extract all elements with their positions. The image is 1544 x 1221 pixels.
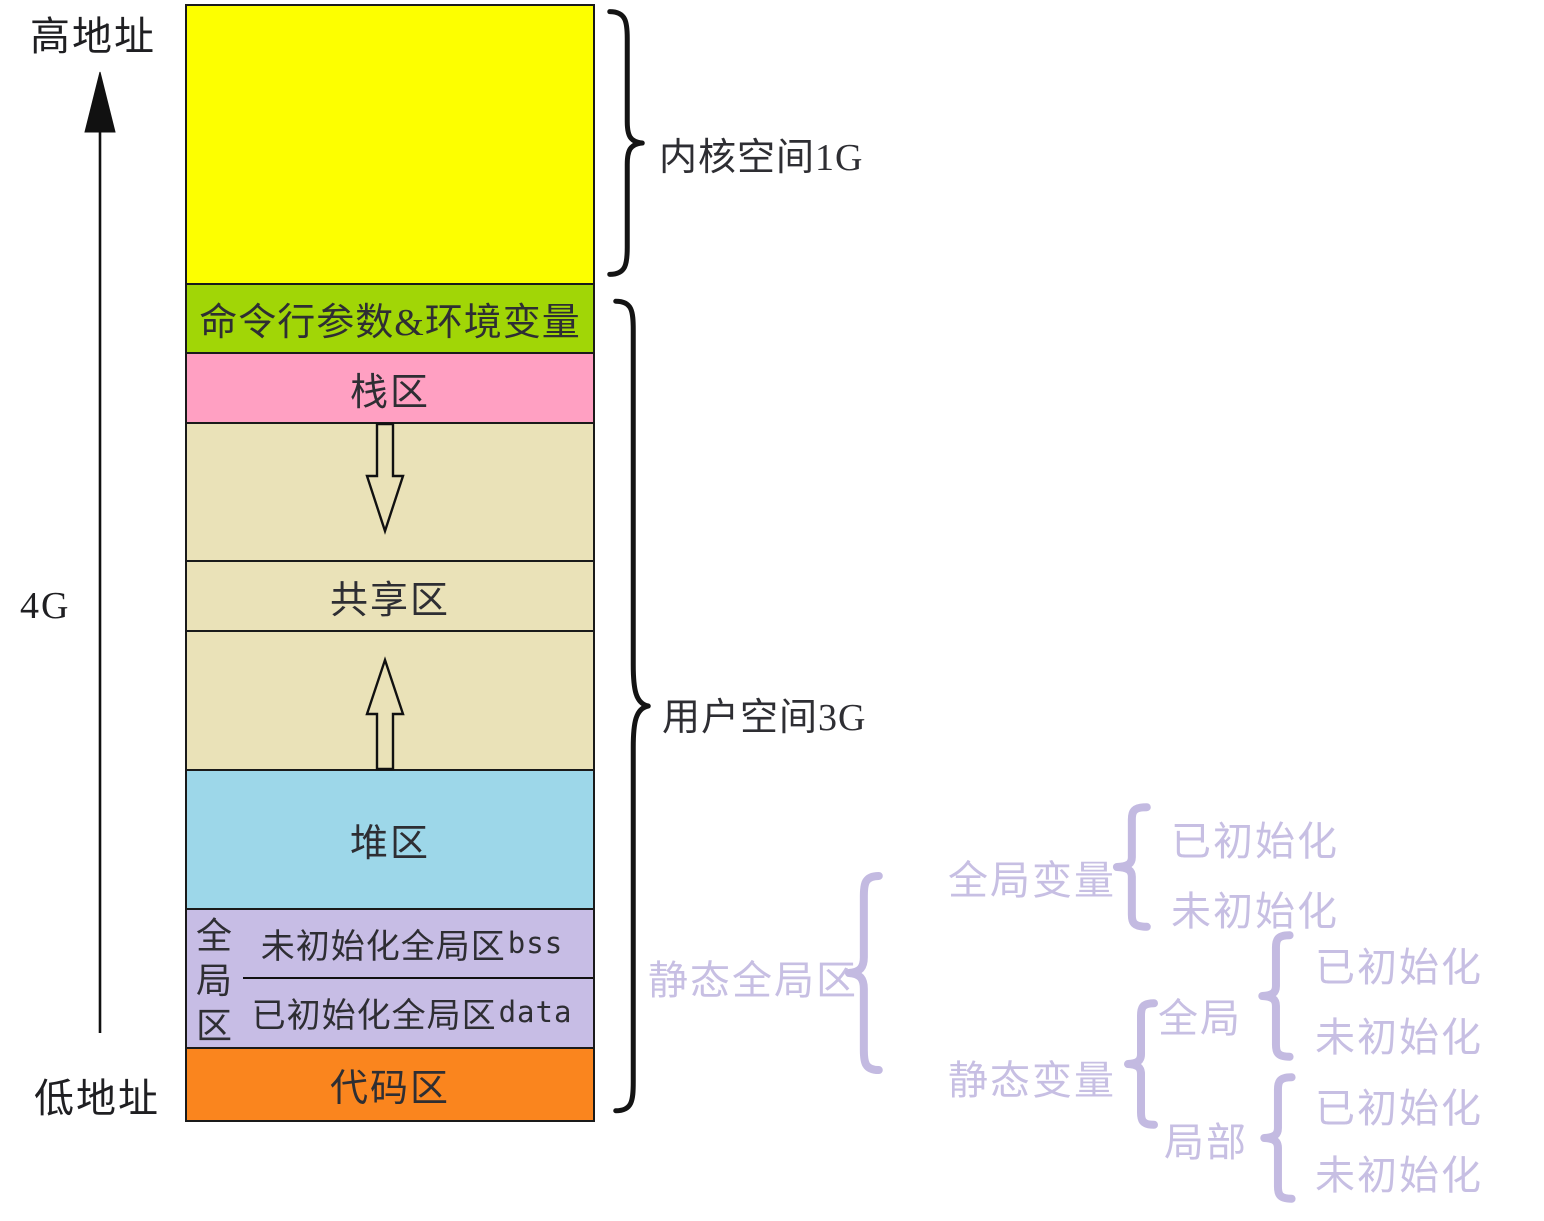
tree-static-global-uninitialized: 未初始化 [1315, 1015, 1483, 1060]
tree-static-global-initialized: 已初始化 [1315, 945, 1483, 990]
tree-global-vars-initialized: 已初始化 [1171, 819, 1339, 864]
tree-global-vars-label: 全局变量 [948, 858, 1116, 903]
tree-global-vars-uninitialized: 未初始化 [1171, 889, 1339, 934]
tree-static-local-uninitialized: 未初始化 [1315, 1153, 1483, 1198]
globals-divider [243, 977, 593, 979]
address-direction-arrow-icon [84, 71, 116, 1033]
tree-root-label: 静态全局区 [648, 958, 858, 1003]
segment-stack-label: 栈区 [349, 371, 430, 414]
globals-side-label: 全局区 [195, 916, 232, 1046]
segment-code: 代码区 [185, 1047, 595, 1122]
tree-static-vars-brace-icon [1122, 1002, 1162, 1126]
total-size-label: 4G [20, 585, 71, 627]
low-address-label: 低地址 [34, 1076, 160, 1121]
high-address-label: 高地址 [30, 14, 156, 59]
segment-heap: 堆区 [185, 769, 595, 910]
segment-heap-growth [185, 630, 595, 771]
user-space-label: 用户空间3G [662, 697, 867, 739]
globals-data-label: 已初始化全局区 [251, 997, 497, 1035]
heap-growth-up-arrow-icon [365, 656, 405, 771]
globals-bss-label: 未初始化全局区 [260, 928, 506, 966]
globals-bss-suffix: bss [507, 926, 564, 960]
tree-static-local-label: 局部 [1164, 1120, 1248, 1165]
kernel-space-label: 内核空间1G [659, 137, 864, 179]
tree-static-local-brace-icon [1258, 1076, 1300, 1200]
stack-growth-down-arrow-icon [365, 422, 405, 535]
segment-code-label: 代码区 [329, 1068, 450, 1110]
segment-heap-label: 堆区 [349, 823, 430, 865]
tree-global-vars-brace-icon [1110, 806, 1156, 928]
tree-root-brace-icon [842, 874, 888, 1072]
segment-stack: 栈区 [185, 352, 595, 424]
globals-data-suffix: data [498, 995, 573, 1029]
tree-static-vars-label: 静态变量 [948, 1058, 1116, 1103]
tree-static-local-initialized: 已初始化 [1315, 1086, 1483, 1131]
segment-shared: 共享区 [185, 560, 595, 632]
user-space-brace-icon [607, 293, 657, 1119]
segment-cmdline-env-label: 命令行参数&环境变量 [199, 302, 581, 344]
kernel-space-brace-icon [601, 9, 651, 277]
segment-cmdline-env: 命令行参数&环境变量 [185, 283, 595, 354]
segment-stack-growth [185, 422, 595, 562]
segment-kernel [185, 4, 595, 285]
tree-static-global-brace-icon [1256, 934, 1298, 1058]
segment-shared-label: 共享区 [329, 579, 450, 622]
tree-static-global-label: 全局 [1158, 996, 1242, 1041]
